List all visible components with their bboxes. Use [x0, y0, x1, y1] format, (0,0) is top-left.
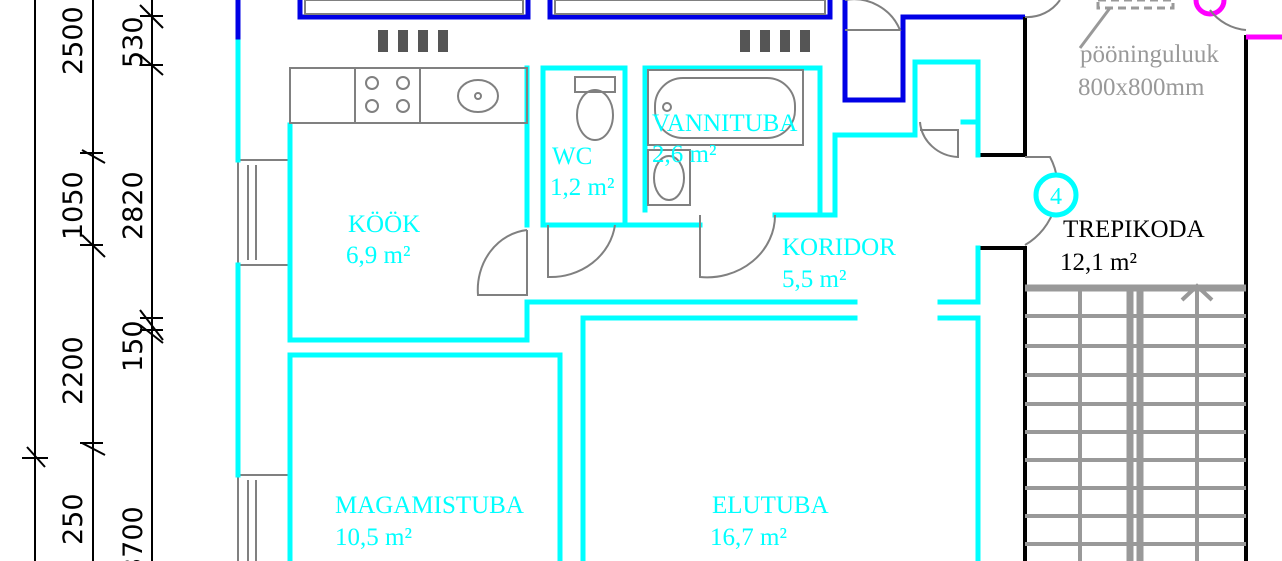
room-area-wc: 1,2 m² — [550, 174, 614, 201]
radiator-icons — [378, 30, 810, 52]
doors — [476, 0, 1059, 296]
room-area-trepikoda: 12,1 m² — [1060, 249, 1137, 276]
room-area-elutuba: 16,7 m² — [710, 524, 787, 551]
dim-outer-4: 250 — [58, 493, 89, 545]
room-name-vannituba: VANNITUBA — [652, 110, 797, 137]
kitchen-counter — [289, 67, 528, 124]
stair-direction-arrow-icon — [1180, 283, 1214, 302]
dimension-lines — [22, 0, 164, 561]
room-name-kook: KÖÖK — [348, 211, 420, 238]
room-name-elutuba: ELUTUBA — [712, 492, 829, 519]
stove-icon — [365, 76, 410, 113]
dim-inner-3: 150 — [118, 320, 149, 372]
dim-inner-1: 530 — [118, 16, 149, 68]
marker-circle-icon: 4 — [1033, 172, 1079, 218]
room-name-trepikoda: TREPIKODA — [1063, 216, 1205, 243]
interior-walls — [235, 39, 981, 561]
hatch-icon — [1078, 0, 1175, 49]
dim-outer-2: 1050 — [58, 171, 89, 240]
room-area-vannituba: 2,6 m² — [652, 141, 716, 168]
dim-outer-3: 2200 — [58, 336, 89, 405]
dimension-labels: 2500 1050 2200 250 530 2820 150 3700 — [58, 6, 149, 561]
washbasin-icon — [647, 149, 691, 206]
room-labels: KÖÖK 6,9 m² WC 1,2 m² VANNITUBA 2,6 m² K… — [335, 41, 1219, 551]
room-name-wc: WC — [552, 143, 592, 170]
room-area-magamistuba: 10,5 m² — [335, 524, 412, 551]
room-name-magamistuba: MAGAMISTUBA — [335, 492, 524, 519]
neighbour-walls — [235, 0, 1025, 103]
dim-outer-1: 2500 — [58, 6, 89, 75]
toilet-icon — [574, 76, 616, 141]
room-name-koridor: KORIDOR — [782, 234, 896, 261]
fixtures — [289, 0, 1246, 561]
hatch-size: 800x800mm — [1078, 74, 1205, 101]
dim-inner-2: 2820 — [118, 171, 149, 240]
marker-number: 4 — [1050, 184, 1062, 210]
sink-icon — [457, 79, 499, 113]
bathtub-icon — [647, 69, 804, 146]
accent-marker-icon — [1193, 0, 1227, 17]
room-area-koridor: 5,5 m² — [782, 266, 846, 293]
hatch-label: pööninguluuk — [1080, 41, 1219, 68]
structural-walls — [980, 0, 1282, 561]
windows — [237, 159, 291, 561]
dim-inner-4: 3700 — [118, 506, 149, 561]
staircase — [1025, 283, 1246, 561]
room-area-kook: 6,9 m² — [346, 242, 410, 269]
